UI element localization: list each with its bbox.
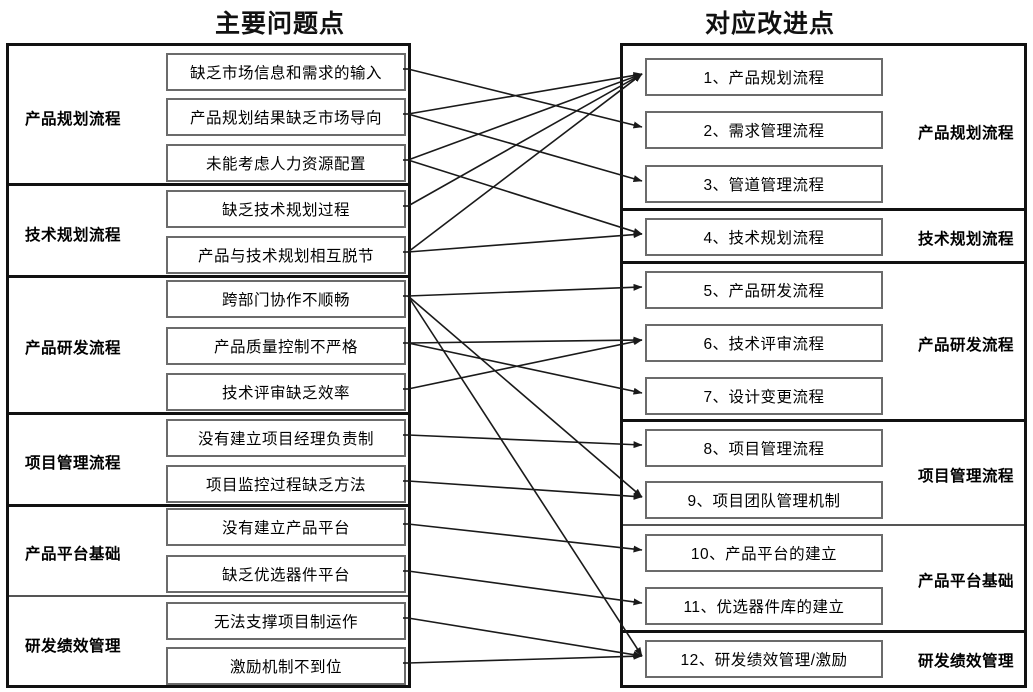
problem-item-p9[interactable]: 没有建立项目经理负责制 [166, 419, 406, 457]
group-separator [623, 261, 1024, 264]
problem-item-p11[interactable]: 没有建立产品平台 [166, 508, 406, 546]
connector-p4-to-s1 [407, 73, 643, 207]
connector-p5-to-s4 [407, 231, 643, 253]
improvements-panel: 产品规划流程 1、产品规划流程 2、需求管理流程 3、管道管理流程技术规划流程 4、技术… [620, 43, 1027, 688]
connector-p7-to-s7 [407, 342, 643, 395]
problem-item-p6[interactable]: 跨部门协作不顺畅 [166, 280, 406, 318]
group-label-left-3: 产品研发流程 [25, 340, 122, 357]
improvement-item-s2[interactable]: 2、需求管理流程 [645, 111, 883, 149]
group-label-left-1: 产品规划流程 [25, 111, 122, 128]
group-label-right-1: 产品规划流程 [917, 125, 1014, 142]
connector-p2-to-s3 [407, 113, 643, 183]
problems-panel: 产品规划流程 缺乏市场信息和需求的输入产品规划结果缺乏市场导向未能考虑人力资源配置… [6, 43, 411, 688]
group-separator [623, 419, 1024, 422]
group-separator [623, 630, 1024, 633]
connector-p7-to-s6 [407, 336, 643, 344]
group-separator [9, 504, 408, 507]
connector-p14-to-s12 [407, 652, 643, 664]
problem-item-p12[interactable]: 缺乏优选器件平台 [166, 555, 406, 593]
problem-item-p1[interactable]: 缺乏市场信息和需求的输入 [166, 53, 406, 91]
problem-item-p14[interactable]: 激励机制不到位 [166, 647, 406, 685]
improvement-item-s11[interactable]: 11、优选器件库的建立 [645, 587, 883, 625]
connector-p3-to-s1 [407, 73, 643, 161]
connector-p13-to-s12 [407, 617, 643, 659]
improvement-item-s6[interactable]: 6、技术评审流程 [645, 324, 883, 362]
problem-item-p5[interactable]: 产品与技术规划相互脱节 [166, 236, 406, 274]
group-separator [623, 208, 1024, 211]
problem-item-p13[interactable]: 无法支撑项目制运作 [166, 602, 406, 640]
improvement-item-s8[interactable]: 8、项目管理流程 [645, 429, 883, 467]
connector-p6-to-s12 [407, 295, 643, 657]
problem-item-p7[interactable]: 产品质量控制不严格 [166, 327, 406, 365]
group-label-right-5: 产品平台基础 [917, 573, 1014, 590]
group-separator [623, 524, 1024, 526]
connector-p9-to-s8 [407, 434, 643, 449]
group-separator [9, 275, 408, 278]
group-label-right-4: 项目管理流程 [917, 468, 1014, 485]
problem-item-p3[interactable]: 未能考虑人力资源配置 [166, 144, 406, 182]
improvement-item-s10[interactable]: 10、产品平台的建立 [645, 534, 883, 572]
group-label-left-5: 产品平台基础 [25, 546, 122, 563]
group-label-left-6: 研发绩效管理 [25, 638, 122, 655]
right-column-title: 对应改进点 [704, 10, 835, 38]
improvement-item-s7[interactable]: 7、设计变更流程 [645, 377, 883, 415]
group-separator [9, 412, 408, 415]
connector-p6-to-s5 [407, 283, 643, 297]
connector-p3-to-s4 [407, 159, 643, 235]
problem-item-p4[interactable]: 缺乏技术规划过程 [166, 190, 406, 228]
connector-p6-to-s9 [407, 295, 643, 498]
left-column-title: 主要问题点 [214, 10, 345, 38]
group-label-right-2: 技术规划流程 [917, 231, 1014, 248]
group-label-right-3: 产品研发流程 [917, 337, 1014, 354]
connector-p5-to-s1 [407, 73, 643, 253]
improvement-item-s5[interactable]: 5、产品研发流程 [645, 271, 883, 309]
connector-p2-to-s1 [407, 71, 643, 115]
group-label-left-4: 项目管理流程 [25, 455, 122, 472]
improvement-item-s4[interactable]: 4、技术规划流程 [645, 218, 883, 256]
connector-p12-to-s11 [407, 570, 643, 606]
improvement-item-s9[interactable]: 9、项目团队管理机制 [645, 481, 883, 519]
group-separator [9, 595, 408, 597]
group-label-right-6: 研发绩效管理 [917, 653, 1014, 670]
group-label-left-2: 技术规划流程 [25, 227, 122, 244]
problem-item-p10[interactable]: 项目监控过程缺乏方法 [166, 465, 406, 503]
improvement-item-s12[interactable]: 12、研发绩效管理/激励 [645, 640, 883, 678]
connector-p1-to-s2 [407, 68, 643, 129]
improvement-item-s1[interactable]: 1、产品规划流程 [645, 58, 883, 96]
group-separator [9, 183, 408, 186]
problem-item-p8[interactable]: 技术评审缺乏效率 [166, 373, 406, 411]
connector-p8-to-s6 [407, 338, 643, 390]
connector-p11-to-s10 [407, 523, 643, 553]
problem-item-p2[interactable]: 产品规划结果缺乏市场导向 [166, 98, 406, 136]
improvement-item-s3[interactable]: 3、管道管理流程 [645, 165, 883, 203]
connector-p10-to-s9 [407, 480, 643, 500]
